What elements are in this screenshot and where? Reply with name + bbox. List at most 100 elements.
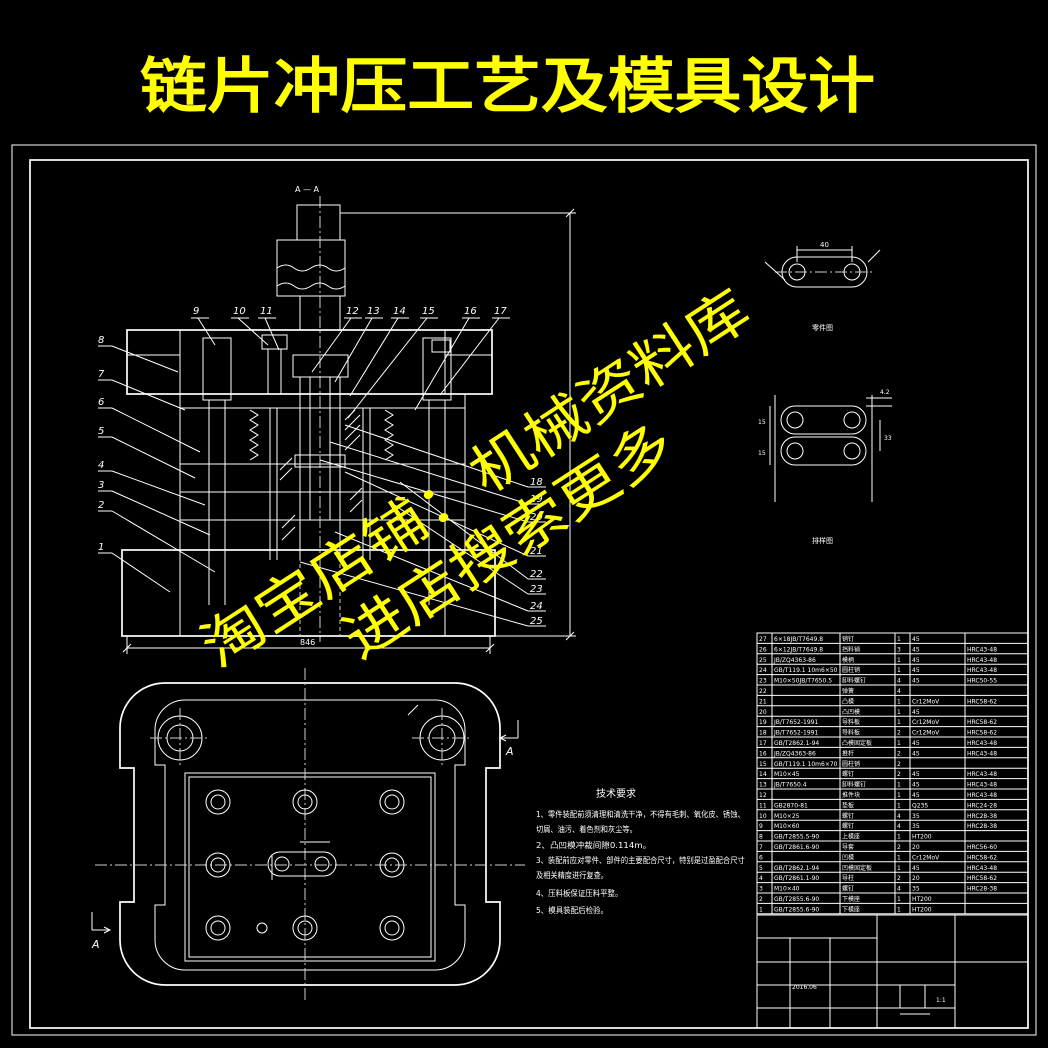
watermark-line-1: 淘宝店铺：机械资料库 bbox=[190, 278, 762, 681]
strip-layout bbox=[769, 395, 892, 502]
bom-cell-name: 导料板 bbox=[842, 718, 860, 726]
bom-cell-code: GB/T2862.1-94 bbox=[774, 865, 819, 872]
bom-cell-qty: 1 bbox=[897, 782, 901, 789]
part-callout-4: 4 bbox=[98, 460, 206, 506]
part-number-label: 24 bbox=[530, 601, 543, 612]
bom-cell-qty: 4 bbox=[897, 678, 901, 685]
bom-cell-name: 螺钉 bbox=[842, 822, 854, 830]
bom-cell-material: 45 bbox=[912, 636, 920, 643]
part-callout-13: 13 bbox=[334, 306, 383, 383]
section-dimensions bbox=[122, 208, 576, 654]
bom-cell-no: 25 bbox=[759, 657, 767, 664]
tech-req-line: 4、压料板保证压料平整。 bbox=[536, 888, 622, 898]
bom-cell-qty: 4 bbox=[897, 813, 901, 820]
bom-cell-material: 45 bbox=[912, 750, 920, 757]
punch-retainer-plate bbox=[179, 407, 466, 465]
guide-hole-right bbox=[412, 708, 472, 768]
bom-cell-note: HRC50-55 bbox=[967, 678, 997, 685]
bom-cell-no: 20 bbox=[759, 709, 767, 716]
bom-cell-qty: 1 bbox=[897, 719, 901, 726]
leader-line bbox=[439, 317, 500, 396]
bom-cell-qty: 2 bbox=[897, 844, 901, 851]
bom-cell-no: 9 bbox=[759, 823, 763, 830]
leader-line bbox=[299, 561, 529, 627]
bom-cell-qty: 1 bbox=[897, 657, 901, 664]
leader-line bbox=[111, 407, 201, 453]
bom-cell-qty: 1 bbox=[897, 906, 901, 913]
bom-cell-no: 6 bbox=[759, 854, 763, 861]
bom-cell-no: 23 bbox=[759, 678, 767, 685]
bom-cell-name: 凸凹模 bbox=[842, 708, 860, 716]
bom-cell-name: 凹模固定板 bbox=[842, 864, 872, 872]
part-number-label: 3 bbox=[98, 480, 104, 491]
bom-cell-code: M10×40 bbox=[774, 886, 800, 893]
strip-dimension-width: 33 bbox=[884, 435, 892, 442]
part-callout-14: 14 bbox=[349, 306, 409, 397]
part-number-label: 8 bbox=[98, 335, 104, 346]
part-number-label: 21 bbox=[530, 546, 543, 557]
bom-cell-no: 19 bbox=[759, 719, 767, 726]
part-callout-10: 10 bbox=[231, 306, 269, 346]
tech-req-line: 及相关精度进行复查。 bbox=[536, 870, 608, 880]
part-callout-6: 6 bbox=[98, 397, 201, 453]
leader-line bbox=[347, 317, 428, 419]
section-mark-left: A bbox=[91, 938, 100, 951]
part-callout-18: 18 bbox=[344, 424, 546, 488]
bom-cell-material: 45 bbox=[912, 771, 920, 778]
part-callout-23: 23 bbox=[389, 501, 546, 595]
part-callout-12: 12 bbox=[311, 306, 362, 373]
part-number-label: 17 bbox=[494, 306, 507, 317]
leader-line bbox=[111, 470, 206, 506]
bolt-holes bbox=[205, 789, 405, 941]
bom-cell-name: 螺钉 bbox=[842, 885, 854, 893]
bom-cell-no: 14 bbox=[759, 771, 767, 778]
bom-cell-code: GB/T2855.6-90 bbox=[774, 896, 819, 903]
part-callout-25: 25 bbox=[299, 561, 546, 627]
strip-dimension-upper: 15 bbox=[758, 419, 766, 426]
bom-cell-qty: 2 bbox=[897, 750, 901, 757]
bom-cell-material: 45 bbox=[912, 740, 920, 747]
bom-cell-name: 螺钉 bbox=[842, 812, 854, 820]
bom-cell-name: 挡料销 bbox=[842, 645, 860, 653]
section-view bbox=[121, 196, 576, 654]
leader-line bbox=[399, 481, 529, 580]
drawing-frame bbox=[11, 144, 1037, 1036]
bom-cell-code: JB/T7650.4 bbox=[773, 782, 807, 789]
bom-cell-qty: 1 bbox=[897, 709, 901, 716]
leader-line bbox=[111, 436, 196, 479]
bom-cell-material: 45 bbox=[912, 657, 920, 664]
bom-cell-note: HRC28-38 bbox=[967, 813, 997, 820]
bom-cell-material: 45 bbox=[912, 667, 920, 674]
technical-requirements: 技术要求 1、零件装配前须清理和清洗干净，不得有毛刺、氧化皮、锈蚀、 切屑、油污… bbox=[536, 787, 745, 915]
part-number-label: 10 bbox=[233, 306, 246, 317]
bom-cell-no: 1 bbox=[759, 906, 763, 913]
bom-cell-name: 圆柱销 bbox=[842, 760, 860, 768]
bom-cell-code: M10×45 bbox=[774, 771, 800, 778]
part-number-label: 5 bbox=[98, 426, 104, 437]
bom-cell-no: 18 bbox=[759, 730, 767, 737]
bom-cell-qty: 1 bbox=[897, 792, 901, 799]
part-number-label: 7 bbox=[98, 369, 105, 380]
section-label: A — A bbox=[295, 185, 320, 194]
leader-line bbox=[111, 379, 186, 411]
bom-cell-note: HRC43-48 bbox=[967, 646, 997, 653]
punch bbox=[292, 354, 349, 560]
part-number-label: 2 bbox=[98, 500, 104, 511]
bom-cell-no: 24 bbox=[759, 667, 767, 674]
leader-line bbox=[334, 317, 373, 383]
bom-cell-code: GB/T2855.6-90 bbox=[774, 906, 819, 913]
spring-left bbox=[249, 409, 259, 461]
part-callout-9: 9 bbox=[191, 306, 216, 346]
leader-line bbox=[111, 510, 216, 573]
bom-cell-no: 13 bbox=[759, 782, 767, 789]
bom-cell-code: M10×25 bbox=[774, 813, 800, 820]
bom-cell-no: 26 bbox=[759, 646, 767, 653]
